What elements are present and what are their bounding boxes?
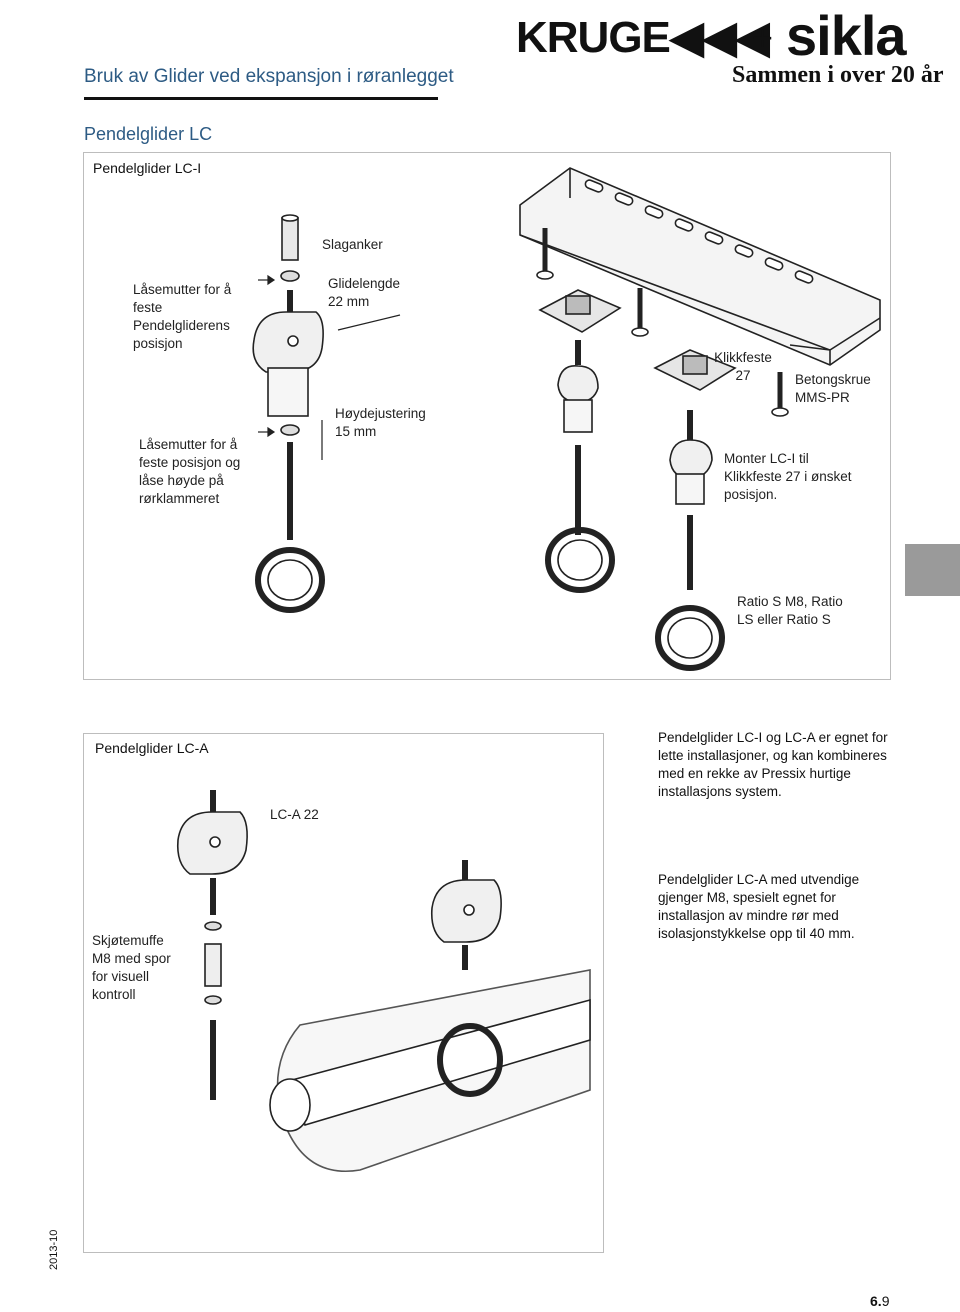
slaganker-label: Slaganker <box>322 237 383 252</box>
klikkfeste-label: Klikkfeste 27 <box>714 350 772 383</box>
betongskrue-label: Betongskrue MMS-PR <box>795 372 871 405</box>
page-number: 6.9 <box>870 1293 889 1309</box>
revision-date: 2013-10 <box>48 1229 60 1270</box>
brand-tagline: Sammen i over 20 år <box>732 62 944 88</box>
klikkfeste-illustrations <box>538 289 737 391</box>
lc-a-panel <box>83 733 604 1253</box>
logo-plus: + <box>752 17 774 58</box>
laasemutter-top-label: Låsemutter for å feste Pendelgliderens p… <box>133 282 232 351</box>
description-paragraph-1: Pendelglider LC-I og LC-A er egnet for l… <box>658 730 888 799</box>
slaganker-illustration <box>280 214 300 318</box>
page-number-minor: 9 <box>881 1293 890 1309</box>
screw-illustrations <box>536 228 789 417</box>
insulated-pipe-illustration <box>269 969 591 1172</box>
page-number-major: 6. <box>870 1293 882 1309</box>
mounting-rail-illustration <box>519 167 881 366</box>
chapter-tab <box>905 544 960 596</box>
lc-a-22-label: LC-A 22 <box>270 807 319 822</box>
title-rule <box>84 97 438 100</box>
description-paragraph-2: Pendelglider LC-A med utvendige gjenger … <box>658 872 860 941</box>
hoydejustering-label: Høydejustering 15 mm <box>335 406 426 439</box>
mounted-glider-illustration <box>557 340 713 590</box>
label-arrows <box>258 274 401 460</box>
lc-i-glider-illustration <box>252 311 324 540</box>
lc-a-illustration <box>176 790 502 1100</box>
monter-label: Monter LC-I til Klikkfeste 27 i ønsket p… <box>724 451 852 502</box>
document-title: Bruk av Glider ved ekspansjon i røranleg… <box>84 66 454 87</box>
pipe-clamp-illustrations <box>255 527 725 671</box>
ratio-label: Ratio S M8, Ratio LS eller Ratio S <box>737 594 843 627</box>
sikla-logo: sikla <box>786 4 907 67</box>
glidelengde-label: Glidelengde 22 mm <box>328 276 401 309</box>
lc-i-panel <box>83 152 891 680</box>
section-title: Pendelglider LC <box>84 124 213 144</box>
lc-i-panel-title: Pendelglider LC-I <box>93 160 202 176</box>
skjotemuffe-label: Skjøtemuffe M8 med spor for visuell kont… <box>92 933 171 1002</box>
lc-a-panel-title: Pendelglider LC-A <box>95 740 209 756</box>
laasemutter-bottom-label: Låsemutter for å feste posisjon og låse … <box>139 437 241 506</box>
kruge-logo: KRUGE◀◀◀ <box>516 13 769 62</box>
